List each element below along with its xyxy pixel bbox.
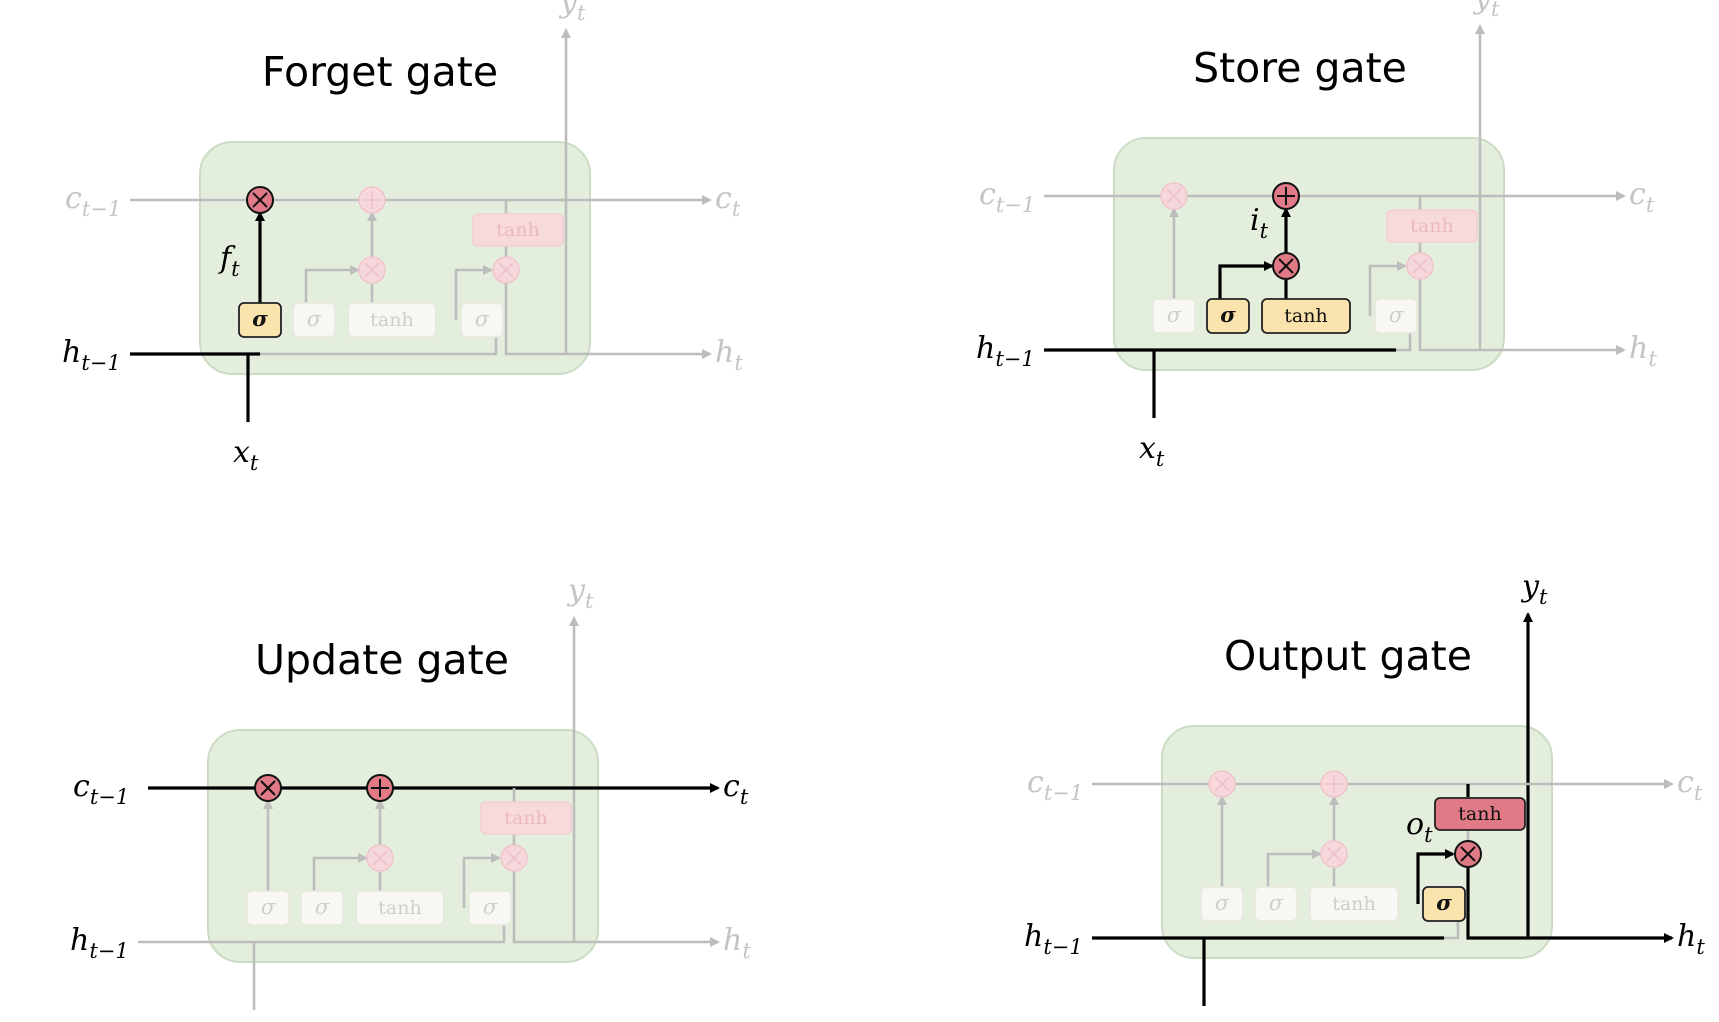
output-gate-line (454, 265, 493, 320)
cell-add-op (366, 774, 394, 802)
h-t-label: ht (1677, 919, 1705, 959)
input-sigma-box: σ (300, 890, 344, 926)
c-t-label: ct (1677, 765, 1703, 805)
c-prev-label: ct−1 (73, 769, 129, 809)
sigma-label: σ (475, 307, 490, 331)
cell-add-op (1272, 182, 1300, 210)
output-gate-line (462, 853, 501, 908)
tanh-label: tanh (1284, 305, 1327, 327)
h-prev-label: ht−1 (62, 335, 121, 375)
c-prev-label: ct−1 (979, 177, 1035, 217)
candidate-tanh-box: tanh (347, 302, 437, 338)
output-sigma-box: σ (468, 890, 512, 926)
forget-multiply-op (1160, 182, 1188, 210)
cell-body (207, 729, 599, 963)
cell-add-op (1320, 770, 1348, 798)
h-prev-label: ht−1 (1024, 919, 1083, 959)
candidate-tanh-box: tanh (355, 890, 445, 926)
h-output-line (504, 284, 712, 359)
h-prev-label: ht−1 (976, 331, 1035, 371)
sigma-label: σ (1436, 890, 1452, 915)
panel-title: Forget gate (262, 48, 498, 96)
input-multiply-op (366, 844, 394, 872)
forget-sigma-box: σ (1200, 886, 1244, 922)
output-sigma-box: σ (460, 302, 504, 338)
cell-body (1113, 137, 1505, 371)
panel-title: Store gate (1193, 44, 1407, 92)
panel-title: Output gate (1224, 632, 1472, 680)
tanh-label: tanh (496, 219, 539, 241)
x-t-label: xt (233, 435, 259, 475)
h-t-label: ht (715, 335, 743, 375)
x-t-label: xt (1189, 1019, 1215, 1022)
output-tanh-box: tanh (480, 801, 572, 835)
tanh-label: tanh (1410, 215, 1453, 237)
c-prev-label: ct−1 (1027, 765, 1083, 805)
output-tanh-box: tanh (472, 213, 564, 247)
c-t-label: ct (715, 181, 741, 221)
tanh-label: tanh (370, 309, 413, 331)
output-multiply-op (1406, 252, 1434, 280)
sigma-label: σ (315, 895, 330, 919)
sigma-label: σ (1269, 891, 1284, 915)
output-sigma-box: σ (1374, 298, 1418, 334)
forget-multiply-op (246, 186, 274, 214)
output-gate-line (1368, 261, 1407, 316)
forget-multiply-op (1208, 770, 1236, 798)
output-tanh-box: tanh (1434, 797, 1526, 831)
sigma-label: σ (252, 306, 268, 331)
input-multiply-op (1272, 252, 1300, 280)
forget-sigma-box: σ (238, 302, 282, 338)
sigma-label: σ (1389, 303, 1404, 327)
sigma-label: σ (261, 895, 276, 919)
sigma-label: σ (1220, 302, 1236, 327)
panel-title: Update gate (255, 636, 509, 684)
y-t-label: yt (558, 0, 586, 25)
forget-multiply-op (254, 774, 282, 802)
tanh-label: tanh (1458, 803, 1501, 825)
h-output-line (512, 872, 720, 947)
candidate-tanh-box: tanh (1309, 886, 1399, 922)
c-t-label: ct (1629, 177, 1655, 217)
h-output-line (1418, 280, 1626, 355)
input-multiply-op (358, 256, 386, 284)
input-sigma-box: σ (1254, 886, 1298, 922)
sigma-label: σ (307, 307, 322, 331)
output-multiply-op (492, 256, 520, 284)
input-multiply-op (1320, 840, 1348, 868)
c-t-label: ct (723, 769, 749, 809)
h-t-label: ht (1629, 331, 1657, 371)
sigma-label: σ (483, 895, 498, 919)
y-t-label: yt (566, 573, 594, 613)
output-tanh-box: tanh (1386, 209, 1478, 243)
sigma-label: σ (1167, 303, 1182, 327)
cell-body (1161, 725, 1553, 959)
tanh-label: tanh (1332, 893, 1375, 915)
output-multiply-op (500, 844, 528, 872)
tanh-label: tanh (378, 897, 421, 919)
c-prev-label: ct−1 (65, 181, 121, 221)
output-multiply-op (1454, 840, 1482, 868)
candidate-tanh-box: tanh (1261, 298, 1351, 334)
y-t-label: yt (1472, 0, 1500, 21)
output-gate-line (1416, 849, 1455, 904)
h-prev-label: ht−1 (70, 923, 129, 963)
tanh-label: tanh (504, 807, 547, 829)
output-sigma-box: σ (1422, 886, 1466, 922)
h-t-label: ht (723, 923, 751, 963)
h-output-line (1466, 868, 1674, 943)
y-t-label: yt (1520, 569, 1548, 609)
forget-sigma-box: σ (1152, 298, 1196, 334)
forget-sigma-box: σ (246, 890, 290, 926)
cell-add-op (358, 186, 386, 214)
x-t-label: xt (1139, 431, 1165, 471)
input-sigma-box: σ (292, 302, 336, 338)
input-sigma-box: σ (1206, 298, 1250, 334)
sigma-label: σ (1215, 891, 1230, 915)
